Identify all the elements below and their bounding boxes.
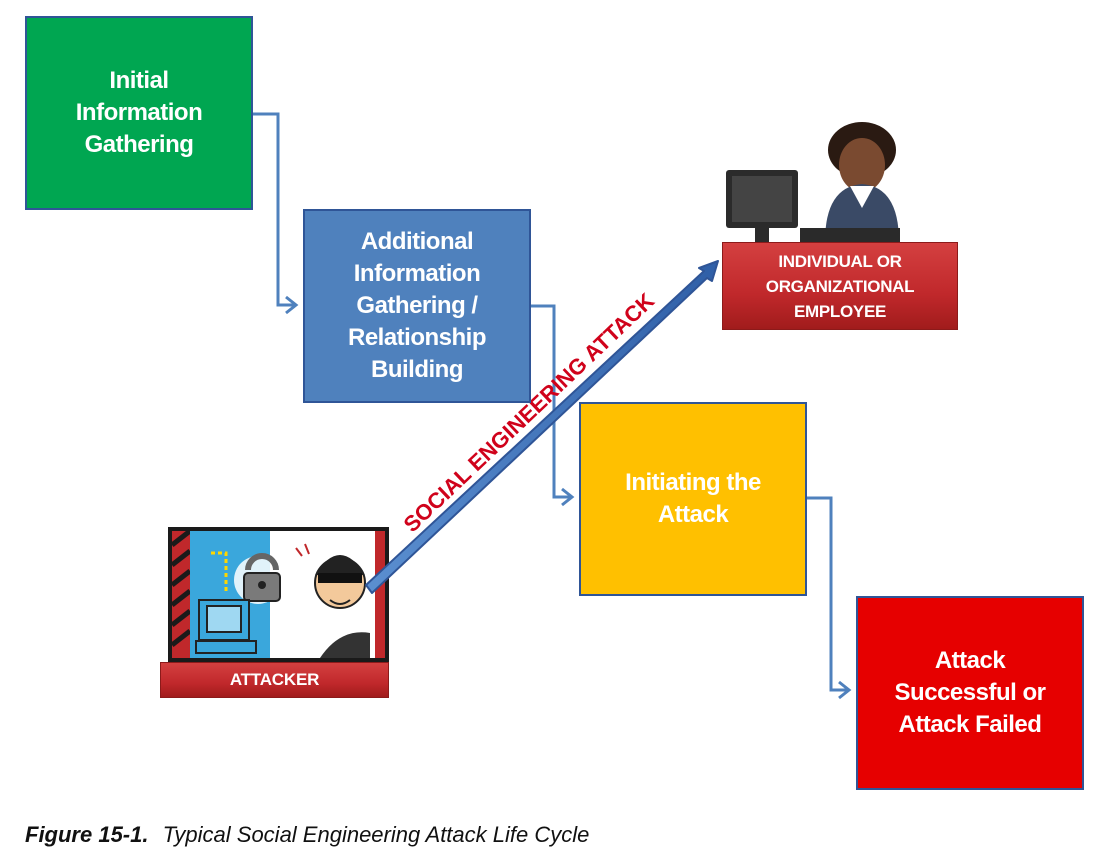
step-label: Initial Information Gathering bbox=[75, 67, 203, 158]
office-worker-icon bbox=[726, 122, 900, 242]
step-relationship-building: Additional Information Gathering / Relat… bbox=[303, 209, 531, 403]
step-attack-outcome: Attack Successful or Attack Failed bbox=[856, 596, 1084, 790]
step-initial-information-gathering: Initial Information Gathering bbox=[25, 16, 253, 210]
attacker-label: ATTACKER bbox=[160, 662, 389, 698]
connector-3-4 bbox=[807, 496, 852, 700]
connector-1-2 bbox=[253, 112, 299, 315]
step-initiating-the-attack: Initiating the Attack bbox=[579, 402, 807, 596]
target-label-text: INDIVIDUAL OR ORGANIZATIONAL EMPLOYEE bbox=[765, 251, 915, 321]
attacker-label-text: ATTACKER bbox=[229, 670, 320, 689]
hacker-icon bbox=[168, 527, 389, 662]
target-label: INDIVIDUAL OR ORGANIZATIONAL EMPLOYEE bbox=[722, 242, 958, 330]
connector-2-3 bbox=[531, 304, 575, 507]
attack-arrow bbox=[365, 260, 719, 594]
step-label: Initiating the Attack bbox=[625, 469, 761, 528]
figure-title: Typical Social Engineering Attack Life C… bbox=[163, 822, 590, 847]
figure-caption: Figure 15-1. Typical Social Engineering … bbox=[25, 822, 589, 847]
figure-number: Figure 15-1. bbox=[25, 822, 148, 847]
step-label: Attack Successful or Attack Failed bbox=[894, 647, 1046, 738]
step-label: Additional Information Gathering / Relat… bbox=[347, 228, 487, 383]
